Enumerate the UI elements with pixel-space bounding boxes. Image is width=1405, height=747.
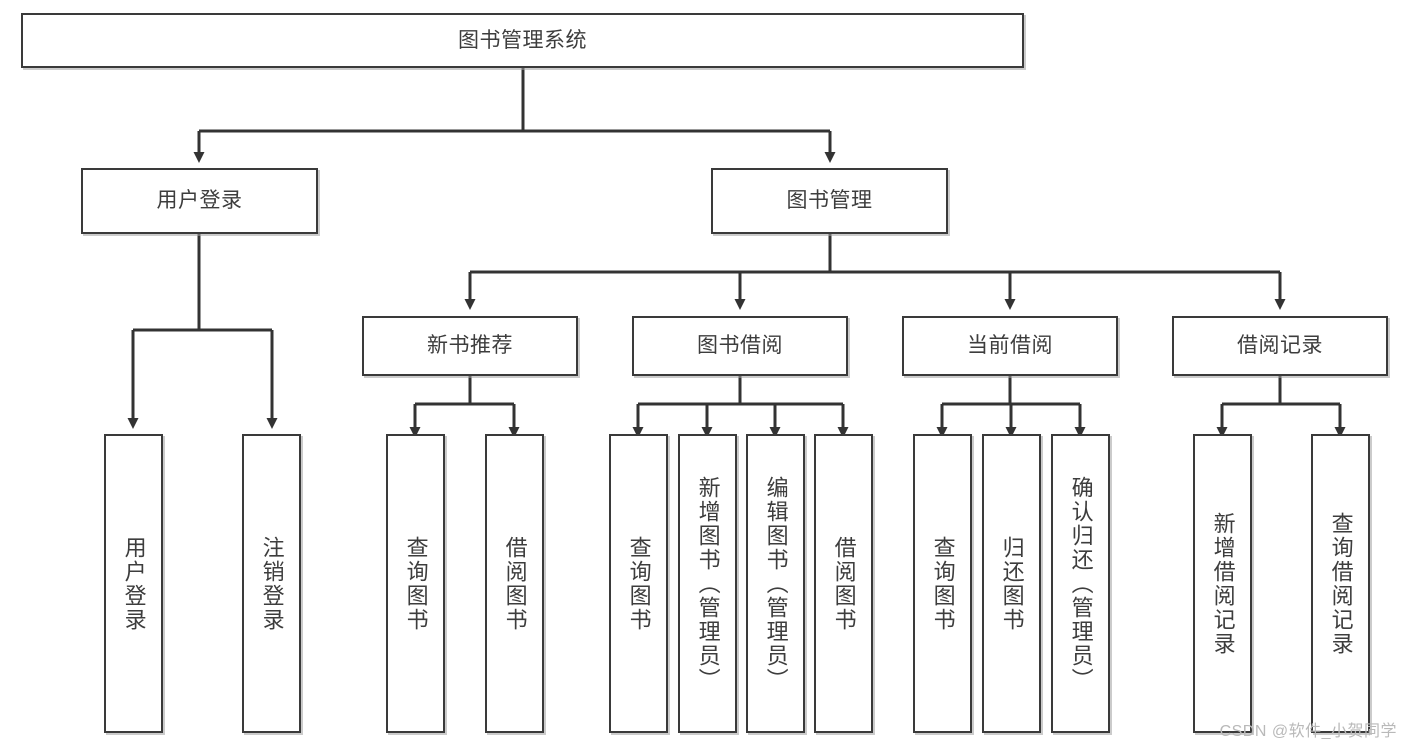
node-user-login[interactable]: 用户登录 (81, 168, 318, 234)
leaf-current-borrow-2[interactable]: 归还图书 (982, 434, 1041, 733)
leaf-label: 查询图书 (930, 535, 956, 632)
leaf-borrow-records-1[interactable]: 新增借阅记录 (1193, 434, 1252, 733)
leaf-user-login-2[interactable]: 注销登录 (242, 434, 301, 733)
leaf-label: 查询借阅记录 (1328, 511, 1354, 656)
node-new-book-recommend-label: 新书推荐 (427, 334, 513, 358)
node-book-borrow[interactable]: 图书借阅 (632, 316, 848, 376)
leaf-current-borrow-1[interactable]: 查询图书 (913, 434, 972, 733)
leaf-label: 借阅图书 (502, 535, 528, 632)
node-book-management-label: 图书管理 (786, 189, 873, 213)
leaf-label: 新增图书（管理员） (695, 475, 721, 692)
leaf-label: 借阅图书 (831, 535, 857, 632)
leaf-book-borrow-2[interactable]: 新增图书（管理员） (678, 434, 737, 733)
leaf-label: 查询图书 (626, 535, 652, 632)
leaf-label: 归还图书 (999, 535, 1025, 632)
leaf-user-login-1[interactable]: 用户登录 (104, 434, 163, 733)
leaf-new-book-2[interactable]: 借阅图书 (485, 434, 544, 733)
node-new-book-recommend[interactable]: 新书推荐 (362, 316, 578, 376)
leaf-book-borrow-4[interactable]: 借阅图书 (814, 434, 873, 733)
node-borrow-records[interactable]: 借阅记录 (1172, 316, 1388, 376)
leaf-label: 确认归还（管理员） (1068, 475, 1094, 692)
leaf-current-borrow-3[interactable]: 确认归还（管理员） (1051, 434, 1110, 733)
leaf-label: 注销登录 (259, 535, 285, 632)
leaf-book-borrow-1[interactable]: 查询图书 (609, 434, 668, 733)
node-user-login-label: 用户登录 (156, 189, 243, 213)
node-current-borrow-label: 当前借阅 (967, 334, 1053, 358)
leaf-label: 新增借阅记录 (1210, 511, 1236, 656)
node-current-borrow[interactable]: 当前借阅 (902, 316, 1118, 376)
leaf-label: 编辑图书（管理员） (763, 475, 789, 692)
leaf-new-book-1[interactable]: 查询图书 (386, 434, 445, 733)
node-root[interactable]: 图书管理系统 (21, 13, 1024, 68)
leaf-label: 查询图书 (403, 535, 429, 632)
csdn-watermark: CSDN @软件_小贺同学 (1219, 723, 1397, 740)
leaf-book-borrow-3[interactable]: 编辑图书（管理员） (746, 434, 805, 733)
node-borrow-records-label: 借阅记录 (1237, 334, 1323, 358)
node-book-management[interactable]: 图书管理 (711, 168, 948, 234)
leaf-label: 用户登录 (121, 535, 147, 632)
leaf-borrow-records-2[interactable]: 查询借阅记录 (1311, 434, 1370, 733)
node-book-borrow-label: 图书借阅 (697, 334, 783, 358)
node-root-label: 图书管理系统 (458, 28, 587, 52)
